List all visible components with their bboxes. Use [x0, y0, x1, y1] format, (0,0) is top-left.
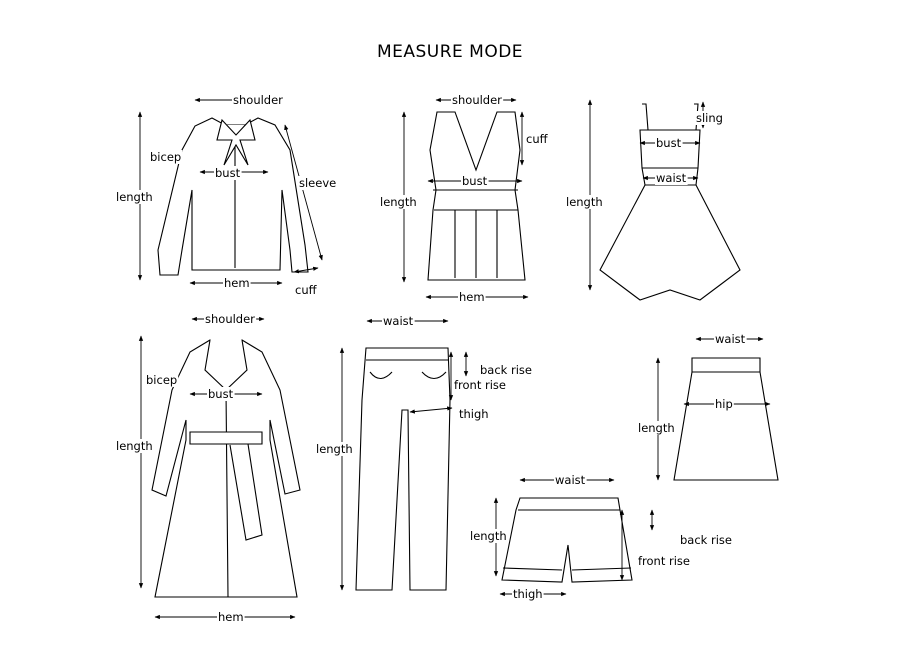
pants-drawing: [355, 347, 451, 591]
label-background: [525, 132, 550, 146]
tank-length-label: length: [380, 195, 417, 209]
shirt-hem-label: hem: [224, 276, 250, 290]
label-background: [655, 171, 688, 185]
tank-drawing: [427, 111, 526, 281]
label-background: [149, 150, 183, 164]
shirt-sleeve-dimension-line: [284, 124, 323, 261]
shirt-bicep-label: bicep: [150, 150, 181, 164]
diagram-title: MEASURE MODE: [376, 42, 524, 62]
dress-sling-label: sling: [696, 111, 723, 125]
label-background: [554, 473, 587, 487]
coat-shoulder-label: shoulder: [205, 312, 255, 326]
tank-hem-label: hem: [459, 290, 485, 304]
shirt-shoulder-label: shoulder: [233, 93, 283, 107]
label-background: [223, 276, 251, 290]
skirt-drawing: [673, 357, 779, 481]
label-background: [512, 587, 544, 601]
label-background: [695, 111, 724, 125]
label-background: [714, 397, 734, 411]
label-background: [217, 610, 245, 624]
shorts-waist-label: waist: [555, 473, 586, 487]
label-background: [655, 136, 683, 150]
shirt-bust-label: bust: [215, 166, 241, 180]
pants-back-rise-label: back rise: [480, 363, 532, 377]
dress-length-label: length: [566, 195, 603, 209]
label-background: [145, 373, 179, 387]
tank-shoulder-label: shoulder: [452, 93, 502, 107]
label-background: [379, 195, 418, 209]
shorts-front-rise-label: front rise: [638, 554, 690, 568]
label-background: [115, 190, 154, 204]
label-background: [204, 312, 257, 326]
tank-bust-label: bust: [462, 174, 488, 188]
shirt-sleeve-label: sleeve: [299, 176, 336, 190]
shorts-drawing: [501, 497, 633, 583]
pants-front-rise-label: front rise: [454, 378, 506, 392]
label-background: [637, 421, 676, 435]
label-background: [315, 442, 354, 456]
dress-waist-label: waist: [656, 171, 687, 185]
label-background: [458, 290, 486, 304]
label-background: [453, 378, 508, 392]
pants-length-label: length: [316, 442, 353, 456]
shirt-drawing: [157, 117, 309, 276]
skirt-waist-label: waist: [715, 332, 746, 346]
pants-thigh-label: thigh: [459, 407, 489, 421]
label-background: [294, 283, 319, 297]
skirt-hip-label: hip: [715, 397, 733, 411]
label-background: [451, 93, 504, 107]
label-background: [232, 93, 285, 107]
coat-length-label: length: [116, 439, 153, 453]
pants-waist-label: waist: [383, 314, 414, 328]
skirt-length-label: length: [638, 421, 675, 435]
shorts-back-rise-label: back rise: [680, 533, 732, 547]
shirt-length-label: length: [116, 190, 153, 204]
coat-bicep-label: bicep: [146, 373, 177, 387]
shorts-length-label: length: [470, 529, 507, 543]
label-background: [382, 314, 415, 328]
shorts-thigh-label: thigh: [513, 587, 543, 601]
tank-cuff-label: cuff: [526, 132, 549, 146]
label-background: [469, 529, 508, 543]
coat-drawing: [151, 339, 301, 598]
label-background: [207, 387, 235, 401]
dress-drawing: [599, 103, 741, 301]
label-background: [458, 407, 490, 421]
shirt-cuff-label: cuff: [295, 283, 318, 297]
coat-hem-label: hem: [218, 610, 244, 624]
label-background: [637, 554, 692, 568]
label-background: [679, 533, 733, 547]
shirt-cuff-dimension-line: [293, 266, 319, 274]
pants-thigh-dimension-line: [409, 406, 453, 414]
label-background: [115, 439, 154, 453]
label-background: [461, 174, 489, 188]
label-background: [479, 363, 533, 377]
label-background: [565, 195, 604, 209]
coat-bust-label: bust: [208, 387, 234, 401]
label-background: [298, 176, 338, 190]
dress-bust-label: bust: [656, 136, 682, 150]
label-background: [214, 166, 242, 180]
label-background: [714, 332, 747, 346]
